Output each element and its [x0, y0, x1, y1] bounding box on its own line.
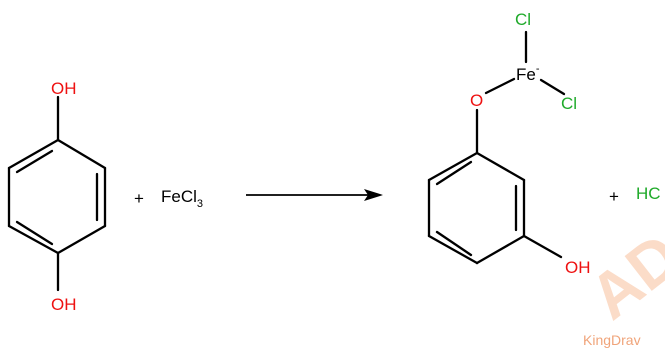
bond: [7, 224, 60, 255]
watermark: AD KingDrav: [576, 219, 665, 348]
hydroquinone-bonds: [7, 95, 107, 292]
iron-symbol: Fe: [516, 65, 536, 84]
bond: [475, 234, 526, 265]
hydroxyl-label-product: OH: [565, 258, 591, 277]
reagent-fecl3: + FeCl3: [134, 187, 203, 210]
fecl3-subscript: 3: [197, 198, 203, 210]
plus-sign-2: +: [609, 187, 619, 206]
fecl3-main: FeCl: [161, 187, 197, 206]
chlorine-label-right: Cl: [561, 94, 577, 113]
oxygen-label: O: [470, 91, 483, 110]
bond: [475, 151, 526, 182]
hydroxyl-label-top: OH: [51, 79, 77, 98]
arrow-head: [364, 189, 383, 201]
hydroxyl-label-bottom: OH: [51, 295, 77, 314]
bond-fe-cl-right: [539, 78, 566, 96]
byproduct-hcl: + HC: [609, 184, 661, 206]
iron-complex-structure: O Fe- Cl Cl OH: [427, 10, 591, 277]
hydroquinone-structure: OH OH: [7, 79, 107, 314]
plus-sign: +: [134, 189, 144, 208]
bond: [56, 224, 107, 255]
watermark-brand: KingDrav: [583, 332, 641, 348]
bond: [56, 138, 107, 170]
reaction-arrow: [246, 189, 383, 201]
bond-to-oh: [522, 234, 563, 259]
hcl-formula: HC: [636, 184, 661, 203]
bond-o-fe: [484, 77, 516, 95]
iron-charge: -: [536, 63, 540, 75]
iron-label: Fe-: [516, 63, 540, 84]
double-bond-inner: [15, 149, 54, 174]
fecl3-formula: FeCl3: [161, 187, 203, 210]
bond: [427, 151, 479, 182]
chlorine-label-top: Cl: [515, 10, 531, 29]
double-bond-inner: [15, 220, 54, 246]
bond: [7, 138, 60, 170]
bond: [427, 234, 479, 265]
double-bond-inner: [435, 230, 473, 257]
product-bonds: [427, 30, 566, 265]
double-bond-inner: [435, 160, 473, 186]
